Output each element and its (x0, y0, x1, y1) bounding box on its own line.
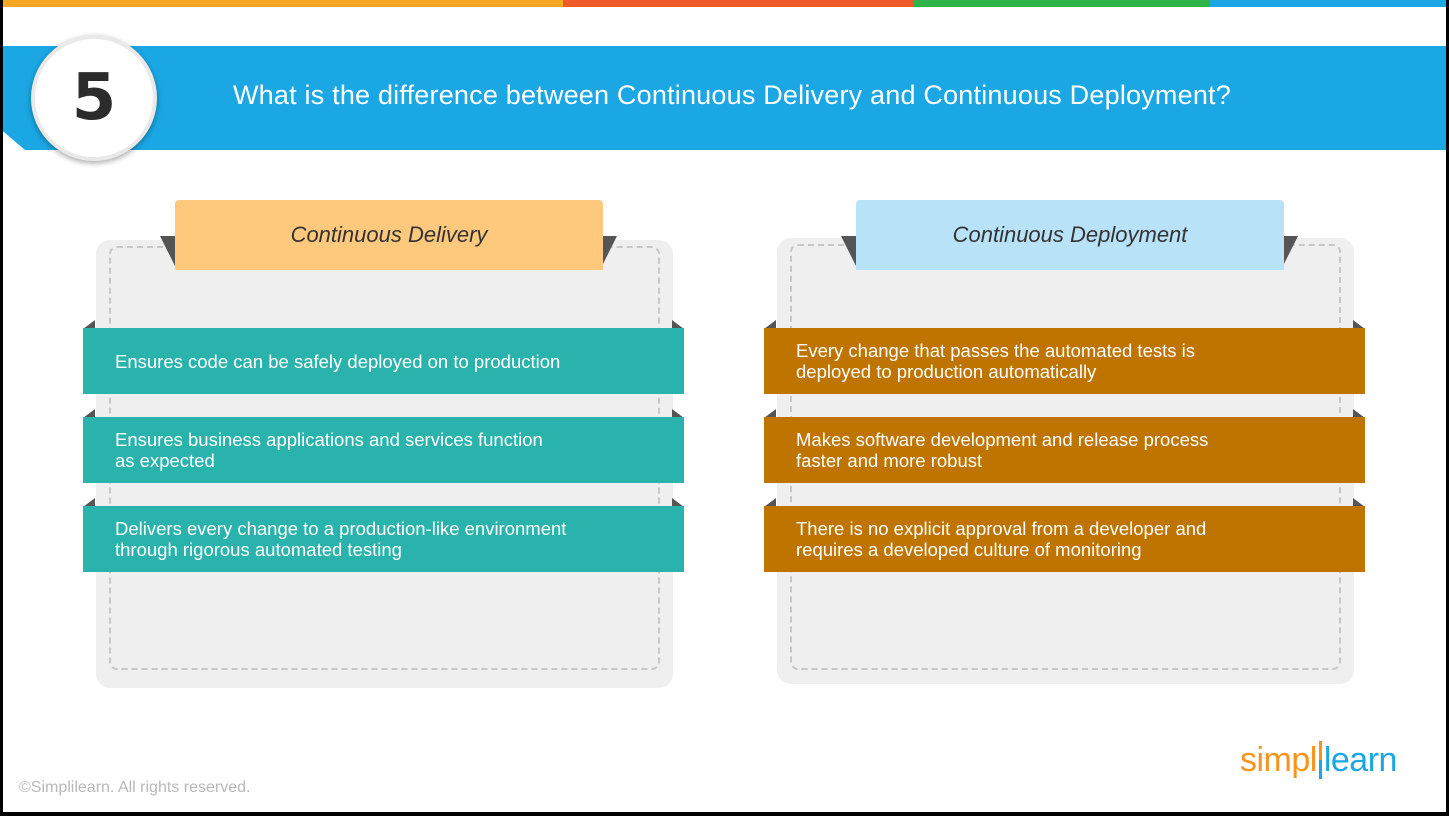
delivery-item-line: as expected (115, 450, 215, 471)
deployment-item-line: requires a developed culture of monitori… (796, 539, 1142, 560)
delivery-item-2: Ensures business applications and servic… (83, 417, 684, 483)
slide: 5 What is the difference between Continu… (3, 0, 1446, 812)
logo-bar (1318, 741, 1322, 779)
deployment-row-fold-right (1353, 320, 1365, 329)
delivery-item-text: Delivers every change to a production-li… (115, 518, 566, 560)
deployment-item-text: Makes software development and release p… (796, 429, 1208, 471)
delivery-tab-fold-right (602, 236, 617, 266)
deployment-row-fold-right (1353, 498, 1365, 507)
deployment-item-line: Makes software development and release p… (796, 429, 1209, 450)
top-color-strip (3, 0, 1446, 7)
logo-text-left: simpl (1240, 741, 1317, 779)
deployment-item-line: faster and more robust (796, 450, 983, 471)
delivery-row-fold-left (83, 498, 95, 507)
question-banner (3, 46, 1446, 150)
delivery-row-fold-right (672, 320, 684, 329)
deployment-tab: Continuous Deployment (856, 200, 1284, 270)
delivery-row-fold-right (672, 409, 684, 418)
deployment-item-line: There is no explicit approval from a dev… (796, 518, 1207, 539)
deployment-row-fold-left (764, 320, 776, 329)
deployment-tab-fold-right (1283, 236, 1298, 266)
deployment-item-2: Makes software development and release p… (764, 417, 1365, 483)
delivery-item-text: Ensures code can be safely deployed on t… (115, 351, 560, 372)
deployment-item-line: deployed to production automatically (796, 361, 1097, 382)
deployment-item-line: Every change that passes the automated t… (796, 340, 1196, 361)
delivery-item-1: Ensures code can be safely deployed on t… (83, 328, 684, 394)
delivery-item-line: Ensures business applications and servic… (115, 429, 543, 450)
question-number: 5 (71, 61, 117, 135)
deployment-row-fold-left (764, 409, 776, 418)
delivery-item-line: Ensures code can be safely deployed on t… (115, 350, 561, 372)
simplilearn-logo: simpl learn (1240, 733, 1397, 780)
deployment-item-3: There is no explicit approval from a dev… (764, 506, 1365, 572)
delivery-item-text: Ensures business applications and servic… (115, 429, 543, 471)
delivery-tab-fold-left (160, 236, 175, 266)
logo-text-right: learn (1323, 741, 1398, 779)
delivery-item-line: Delivers every change to a production-li… (115, 518, 567, 539)
deployment-row-fold-right (1353, 409, 1365, 418)
delivery-tab: Continuous Delivery (175, 200, 603, 270)
delivery-row-fold-left (83, 320, 95, 329)
delivery-item-3: Delivers every change to a production-li… (83, 506, 684, 572)
delivery-row-fold-right (672, 498, 684, 507)
deployment-row-fold-left (764, 498, 776, 507)
question-title: What is the difference between Continuou… (233, 80, 1231, 110)
deployment-item-text: Every change that passes the automated t… (796, 340, 1195, 382)
delivery-item-line: through rigorous automated testing (115, 539, 402, 560)
deployment-tab-fold-left (841, 236, 856, 266)
copyright-text: ©Simplilearn. All rights reserved. (19, 779, 251, 796)
delivery-row-fold-left (83, 409, 95, 418)
deployment-item-1: Every change that passes the automated t… (764, 328, 1365, 394)
question-number-badge: 5 (31, 35, 157, 161)
deployment-item-text: There is no explicit approval from a dev… (796, 518, 1206, 560)
